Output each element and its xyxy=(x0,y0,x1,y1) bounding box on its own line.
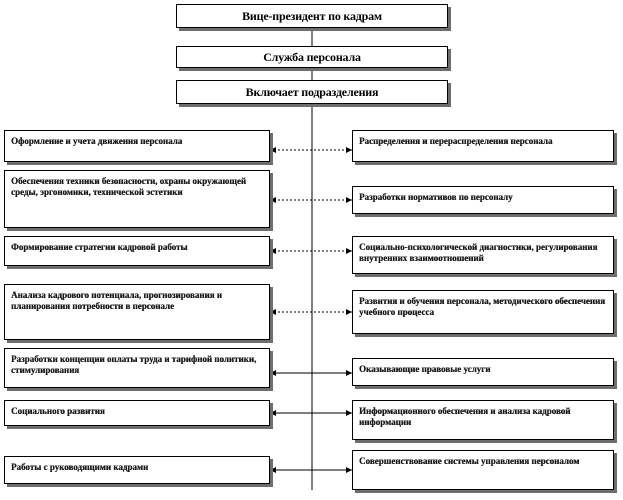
arrow-left-row-1 xyxy=(270,147,276,153)
personnel-service-label: Служба персонала xyxy=(263,49,361,64)
left-unit-1-label: Оформление и учета движения персонала xyxy=(11,136,183,146)
left-unit-2: Обеспечения техники безопасности, охраны… xyxy=(4,170,270,228)
arrow-right-row-7 xyxy=(346,467,352,473)
includes-divisions-box: Включает подразделения xyxy=(176,80,448,104)
right-unit-5: Оказывающие правовые услуги xyxy=(352,358,614,386)
right-unit-1: Распределения и перераспределения персон… xyxy=(352,130,614,162)
left-unit-2-label: Обеспечения техники безопасности, охраны… xyxy=(11,176,247,197)
right-unit-3-label: Социально-психологической диагностики, р… xyxy=(359,242,598,263)
arrow-left-row-3 xyxy=(270,248,276,254)
left-unit-4-label: Анализа кадрового потенциала, прогнозиро… xyxy=(11,290,222,311)
arrow-left-row-5 xyxy=(270,370,276,376)
left-unit-5-label: Разработки концепции оплаты труда и тари… xyxy=(11,354,257,375)
arrow-right-row-6 xyxy=(346,410,352,416)
arrow-right-row-1 xyxy=(346,147,352,153)
left-unit-1: Оформление и учета движения персонала xyxy=(4,130,270,162)
arrow-right-row-2 xyxy=(346,197,352,203)
right-unit-2-label: Разработки нормативов по персоналу xyxy=(359,192,513,202)
arrow-left-row-6 xyxy=(270,410,276,416)
arrow-left-row-4 xyxy=(270,309,276,315)
arrow-left-row-7 xyxy=(270,467,276,473)
arrow-left-row-2 xyxy=(270,197,276,203)
arrow-right-row-4 xyxy=(346,309,352,315)
vice-president-label: Вице-президент по кадрам xyxy=(242,8,382,23)
left-unit-7: Работы с руководящими кадрами xyxy=(4,456,270,484)
left-unit-6: Социального развития xyxy=(4,400,270,426)
right-unit-1-label: Распределения и перераспределения персон… xyxy=(359,136,553,146)
includes-divisions-label: Включает подразделения xyxy=(245,84,379,99)
arrow-right-row-3 xyxy=(346,248,352,254)
right-unit-7-label: Совершенствование системы управления пер… xyxy=(359,456,580,466)
left-unit-3: Формирование стратегии кадровой работы xyxy=(4,236,270,266)
right-unit-6: Информационного обеспечения и анализа ка… xyxy=(352,400,614,440)
arrow-right-row-5 xyxy=(346,370,352,376)
left-unit-5: Разработки концепции оплаты труда и тари… xyxy=(4,348,270,388)
left-unit-3-label: Формирование стратегии кадровой работы xyxy=(11,242,188,252)
left-unit-7-label: Работы с руководящими кадрами xyxy=(11,462,149,472)
right-unit-2: Разработки нормативов по персоналу xyxy=(352,186,614,214)
left-unit-6-label: Социального развития xyxy=(11,406,105,416)
left-unit-4: Анализа кадрового потенциала, прогнозиро… xyxy=(4,284,270,340)
right-unit-5-label: Оказывающие правовые услуги xyxy=(359,364,491,374)
right-unit-4: Развития и обучения персонала, методичес… xyxy=(352,290,614,334)
right-unit-3: Социально-психологической диагностики, р… xyxy=(352,236,614,274)
personnel-service-box: Служба персонала xyxy=(176,46,448,68)
right-unit-6-label: Информационного обеспечения и анализа ка… xyxy=(359,406,571,427)
vice-president-box: Вице-президент по кадрам xyxy=(176,4,448,28)
right-unit-4-label: Развития и обучения персонала, методичес… xyxy=(359,296,606,317)
right-unit-7: Совершенствование системы управления пер… xyxy=(352,450,614,490)
